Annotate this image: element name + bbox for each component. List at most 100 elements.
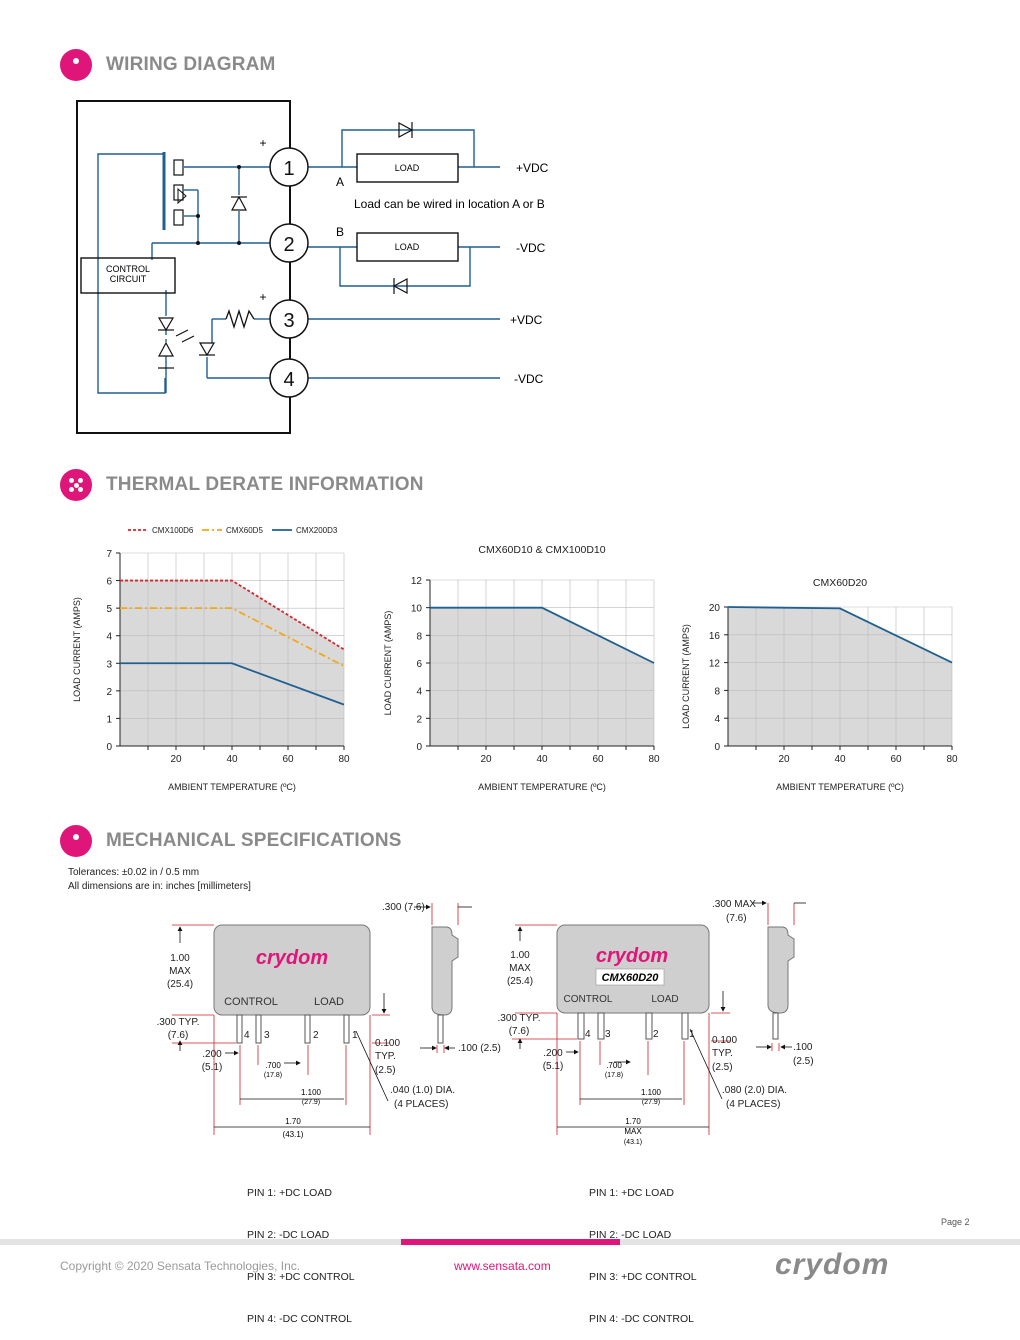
section-title: MECHANICAL SPECIFICATIONS	[106, 830, 402, 851]
left-dim-width-2: (43.1)	[283, 1130, 304, 1139]
y-tick-label: 0	[106, 742, 112, 753]
right-dim-width-3: (43.1)	[624, 1139, 642, 1146]
x-axis-label: AMBIENT TEMPERATURE (ºC)	[478, 782, 606, 792]
load-b-label: LOAD	[395, 242, 420, 252]
left-pin-list: PIN 1: +DC LOAD PIN 2: -DC LOAD PIN 3: +…	[247, 1158, 355, 1340]
left-brand-logo: crydom	[256, 947, 328, 969]
x-tick-label: 20	[778, 754, 790, 765]
footer-copyright: Copyright © 2020 Sensata Technologies, I…	[60, 1259, 301, 1273]
legend-label-3: CMX200D3	[296, 526, 338, 535]
control-circuit-label-2: CIRCUIT	[110, 274, 147, 284]
tolerance-note: Tolerances: ±0.02 in / 0.5 mm All dimens…	[68, 866, 251, 894]
right-dim-dia-2: (4 PLACES)	[726, 1099, 780, 1110]
right-dim-pinlen-1: .300 TYP.	[498, 1013, 541, 1024]
section-title: WIRING DIAGRAM	[106, 54, 276, 75]
y-axis-label: LOAD CURRENT (AMPS)	[681, 624, 691, 729]
terminal-4	[269, 358, 309, 398]
x-axis-label: AMBIENT TEMPERATURE (ºC)	[168, 782, 296, 792]
x-tick-label: 20	[170, 754, 182, 765]
left-dim-ctlgap-2: (17.8)	[264, 1072, 282, 1079]
left-dim-pingap-2: (5.1)	[202, 1062, 223, 1073]
pin-list-item: PIN 4: -DC CONTROL	[247, 1313, 353, 1325]
terminal-2	[269, 223, 309, 263]
location-b: B	[336, 225, 344, 239]
y-axis-label: LOAD CURRENT (AMPS)	[383, 611, 393, 716]
right-dim-span-1: 1.100	[641, 1088, 662, 1097]
y-tick-label: 4	[416, 687, 422, 698]
left-dim-side-thk: .300 (7.6)	[382, 902, 425, 913]
x-tick-label: 60	[282, 754, 294, 765]
tolerances-text: Tolerances: ±0.02 in / 0.5 mm	[68, 867, 200, 878]
y-tick-label: 6	[106, 577, 112, 588]
section-title: THERMAL DERATE INFORMATION	[106, 474, 424, 495]
left-pin-2: 2	[313, 1030, 319, 1041]
y-tick-label: 0	[714, 742, 720, 753]
right-dim-side-pin-1: .100	[793, 1042, 813, 1053]
left-dim-side-pin: .100 (2.5)	[458, 1043, 501, 1054]
section-header-thermal: THERMAL DERATE INFORMATION	[60, 468, 424, 502]
y-tick-label: 7	[106, 549, 112, 560]
right-dim-pitch-2: TYP.	[712, 1048, 733, 1059]
pin-list-item: PIN 2: -DC LOAD	[247, 1229, 330, 1241]
y-tick-label: 20	[709, 603, 721, 614]
right-dim-ctlgap-2: (17.8)	[605, 1072, 623, 1079]
left-dim-dia-2: (4 PLACES)	[394, 1099, 448, 1110]
series-line-3	[120, 662, 345, 706]
right-dim-pinlen-2: (7.6)	[509, 1026, 530, 1037]
chart-title: CMX60D10 & CMX100D10	[478, 544, 605, 556]
section-dots-icon	[60, 469, 92, 501]
right-dim-dia-1: .080 (2.0) DIA.	[722, 1085, 787, 1096]
legend-label-2: CMX60D5	[226, 526, 263, 535]
y-tick-label: 6	[416, 659, 422, 670]
right-dim-width-1: 1.70	[625, 1117, 641, 1126]
left-dim-pinlen-1: .300 TYP.	[157, 1017, 200, 1028]
y-tick-label: 0	[416, 742, 422, 753]
left-dim-pingap-1: .200	[202, 1049, 222, 1060]
left-dim-height-3: (25.4)	[167, 979, 193, 990]
y-tick-label: 1	[106, 714, 112, 725]
footer-website-link[interactable]: www.sensata.com	[454, 1259, 551, 1273]
y-tick-label: 12	[709, 659, 721, 670]
plus-sign-1: +	[259, 136, 266, 150]
series-line-1	[120, 579, 345, 651]
right-dim-height-3: (25.4)	[507, 976, 533, 987]
y-tick-label: 4	[714, 714, 720, 725]
y-axis-label: LOAD CURRENT (AMPS)	[72, 597, 82, 702]
right-pin-4: 4	[585, 1029, 591, 1040]
right-dim-pingap-2: (5.1)	[543, 1061, 564, 1072]
footer-crydom-logo: crydom	[775, 1248, 890, 1281]
section-header-wiring: WIRING DIAGRAM	[60, 48, 276, 82]
pin-list-item: PIN 4: -DC CONTROL	[589, 1313, 695, 1325]
x-tick-label: 60	[592, 754, 604, 765]
pin-list-item: PIN 1: +DC LOAD	[247, 1187, 332, 1199]
left-pin-3: 3	[264, 1030, 270, 1041]
x-tick-label: 80	[648, 754, 660, 765]
right-pin-list: PIN 1: +DC LOAD PIN 2: -DC LOAD PIN 3: +…	[589, 1158, 697, 1340]
y-tick-label: 8	[416, 631, 422, 642]
right-dim-pitch-3: (2.5)	[712, 1062, 733, 1073]
dimensions-note-text: All dimensions are in: inches [millimete…	[68, 881, 251, 892]
page-number: Page 2	[941, 1217, 970, 1227]
left-load-label: LOAD	[314, 996, 344, 1008]
right-dim-ctlgap-1: .700	[606, 1061, 622, 1070]
control-circuit-label-1: CONTROL	[106, 264, 150, 274]
pin-list-item: PIN 3: +DC CONTROL	[247, 1271, 355, 1283]
supply-label-3: +VDC	[510, 313, 543, 327]
y-tick-label: 10	[411, 604, 423, 615]
right-pin-1: 1	[689, 1029, 695, 1040]
left-dim-pitch-3: (2.5)	[375, 1065, 396, 1076]
right-dim-side-pin-2: (2.5)	[793, 1056, 814, 1067]
x-tick-label: 80	[338, 754, 350, 765]
right-dim-width-2: MAX	[624, 1127, 642, 1136]
load-a-label: LOAD	[395, 163, 420, 173]
right-model-label: CMX60D20	[602, 972, 660, 984]
right-dim-height-1: 1.00	[510, 950, 530, 961]
series-line-1	[727, 606, 953, 664]
x-axis-label: AMBIENT TEMPERATURE (ºC)	[776, 782, 904, 792]
left-part-drawing: crydom CONTROL LOAD 4 3 2 1	[157, 902, 501, 1139]
plus-sign-3: +	[259, 290, 266, 304]
pin-list-item: PIN 3: +DC CONTROL	[589, 1271, 697, 1283]
left-dim-pinlen-2: (7.6)	[168, 1030, 189, 1041]
